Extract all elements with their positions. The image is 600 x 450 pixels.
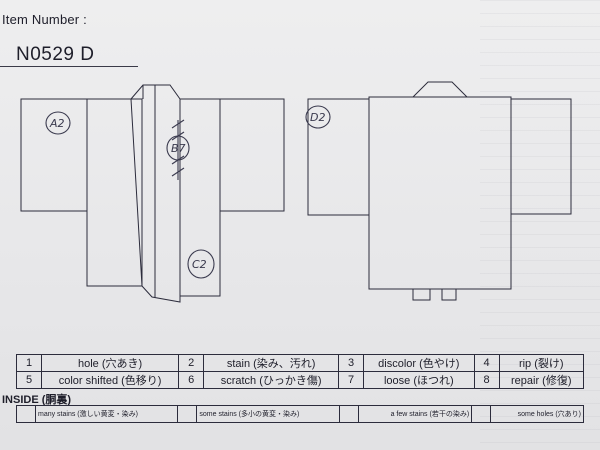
damage-legend-table: 1 hole (穴あき) 2 stain (染み、汚れ) 3 discolor … xyxy=(16,354,585,389)
item-number-value: N0529 D xyxy=(16,44,95,65)
mark-circle-b7 xyxy=(166,135,190,161)
inside-checkbox xyxy=(471,405,492,423)
front-right-sleeve xyxy=(219,98,285,212)
inside-checkbox xyxy=(338,405,359,423)
back-right-sleeve xyxy=(510,98,572,215)
front-left-sleeve xyxy=(20,98,88,212)
legend-label: discolor (色やけ) xyxy=(363,354,475,372)
inside-grade-label: many stains (激しい黄変・染み) xyxy=(34,405,179,423)
inside-checkbox xyxy=(16,405,36,423)
mark-circle-d2 xyxy=(305,105,331,129)
inside-condition-table: many stains (激しい黄変・染み) some stains (多小の黄… xyxy=(16,405,584,423)
legend-number: 8 xyxy=(473,371,500,389)
item-number-label: Item Number : xyxy=(2,12,87,27)
legend-row: 5 color shifted (色移り) 6 scratch (ひっかき傷) … xyxy=(16,371,585,389)
back-hem-tab-left xyxy=(412,289,431,301)
legend-number: 3 xyxy=(338,354,365,372)
inside-grade-label: some holes (穴あり) xyxy=(490,405,584,423)
inside-grade-label: some stains (多小の黄変・染み) xyxy=(196,405,340,423)
legend-number: 1 xyxy=(16,354,42,372)
legend-label: stain (染み、汚れ) xyxy=(203,354,340,372)
garment-diagrams: A2 B7 C2 D2 xyxy=(20,81,572,303)
item-number-underline xyxy=(0,66,138,67)
front-view-diagram xyxy=(20,84,285,303)
legend-row: 1 hole (穴あき) 2 stain (染み、汚れ) 3 discolor … xyxy=(16,354,585,372)
inside-row: many stains (激しい黄変・染み) some stains (多小の黄… xyxy=(16,405,584,423)
inside-checkbox xyxy=(177,405,198,423)
back-collar xyxy=(411,81,469,98)
mark-label-a2: A2 xyxy=(49,117,65,130)
legend-label: scratch (ひっかき傷) xyxy=(203,371,340,389)
legend-number: 4 xyxy=(473,354,500,372)
legend-label: hole (穴あき) xyxy=(40,354,180,372)
legend-number: 6 xyxy=(178,371,205,389)
legend-number: 7 xyxy=(338,371,365,389)
legend-number: 5 xyxy=(16,371,42,389)
back-body xyxy=(368,96,512,290)
back-hem-tab-right xyxy=(441,289,457,301)
legend-label: rip (裂け) xyxy=(498,354,585,372)
back-view-diagram xyxy=(307,81,572,301)
mark-circle-a2 xyxy=(45,111,71,135)
mark-label-c2: C2 xyxy=(192,258,207,271)
front-left-body xyxy=(86,98,143,287)
inside-section-label: INSIDE (胴裏) xyxy=(2,394,72,406)
mark-label-d2: D2 xyxy=(310,111,325,124)
inside-grade-label: a few stains (若干の染み) xyxy=(357,405,473,423)
mark-label-b7: B7 xyxy=(171,142,186,155)
handwritten-markings: A2 B7 C2 D2 xyxy=(45,105,331,279)
front-collar-band xyxy=(130,84,181,303)
legend-label: repair (修復) xyxy=(498,371,585,389)
legend-label: loose (ほつれ) xyxy=(363,371,475,389)
legend-label: color shifted (色移り) xyxy=(40,371,180,389)
legend-number: 2 xyxy=(178,354,205,372)
mark-circle-c2 xyxy=(187,249,215,279)
